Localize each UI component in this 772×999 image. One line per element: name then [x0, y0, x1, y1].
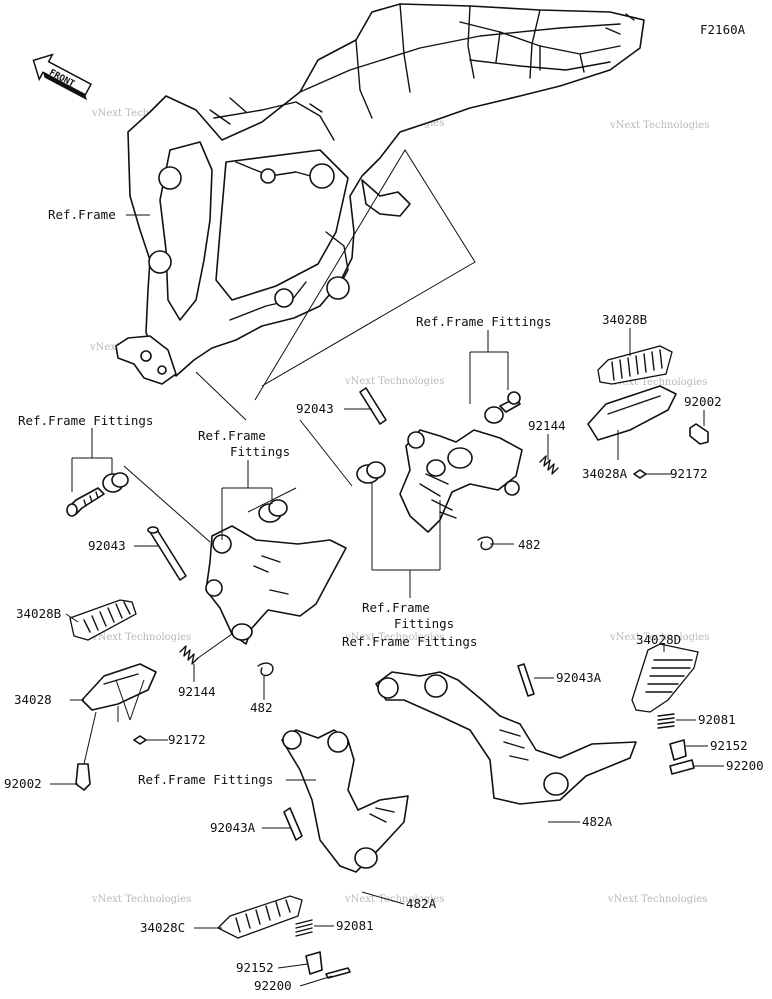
left-footrest-assembly	[66, 472, 347, 791]
watermark-text: vNext Technologies	[344, 894, 444, 905]
right-passenger-footrest	[375, 643, 699, 805]
watermark-text: vNext Technologies	[344, 376, 444, 387]
diagram-code: F2160A	[700, 22, 746, 37]
footpeg-rubber-icon	[69, 599, 137, 641]
label-34028: 34028	[14, 692, 52, 707]
label-482A: 482A	[582, 814, 613, 829]
label-92144: 92144	[178, 684, 216, 699]
watermark-text: vNext Technologies	[91, 894, 191, 905]
left-passenger-footrest	[216, 729, 409, 979]
footpeg-rubber-icon	[216, 895, 303, 939]
collar-icon	[102, 472, 129, 493]
label-34028B: 34028B	[16, 606, 61, 621]
label-92002: 92002	[4, 776, 42, 791]
label-fittings: Fittings	[230, 444, 290, 459]
right-footrest-assembly	[356, 345, 709, 551]
label-92152: 92152	[236, 960, 274, 975]
leader-lines	[50, 214, 724, 987]
part-labels: Ref.Frame Ref.Frame Fittings 34028B 9204…	[4, 207, 764, 993]
label-ref-frame-fittings: Ref.Frame Fittings	[18, 413, 153, 428]
label-ref-frame: Ref.Frame	[48, 207, 116, 222]
label-482: 482	[250, 700, 273, 715]
label-92043A: 92043A	[556, 670, 602, 685]
label-34028D: 34028D	[636, 632, 681, 647]
watermark-text: vNext Technologies	[609, 632, 709, 643]
label-ref-frame-fittings: Ref.Frame Fittings	[138, 772, 273, 787]
label-92043A: 92043A	[210, 820, 256, 835]
footpeg-rubber-icon	[631, 643, 699, 713]
label-92200: 92200	[254, 978, 292, 993]
watermark-text: vNext Technologies	[607, 377, 707, 388]
frame-drawing	[115, 3, 645, 385]
watermark-text: vNext Technologies	[91, 108, 191, 119]
guide-lines	[123, 149, 476, 543]
label-34028B: 34028B	[602, 312, 647, 327]
label-ref-frame-fittings: Ref.Frame Fittings	[342, 634, 477, 649]
watermark-text: vNext Technologies	[344, 632, 444, 643]
footpeg-rubber-icon	[597, 345, 673, 385]
label-92081: 92081	[698, 712, 736, 727]
label-34028C: 34028C	[140, 920, 185, 935]
watermark-text: vNext Technologies	[607, 894, 707, 905]
label-92152: 92152	[710, 738, 748, 753]
label-ref-frame: Ref.Frame	[362, 600, 430, 615]
label-92172: 92172	[168, 732, 206, 747]
label-92172: 92172	[670, 466, 708, 481]
watermark-text: vNext Technologies	[609, 120, 709, 131]
bolt-icon	[66, 487, 105, 517]
front-arrow-icon: FRONT	[32, 53, 93, 101]
label-92002: 92002	[684, 394, 722, 409]
label-ref-frame: Ref.Frame	[198, 428, 266, 443]
label-92043: 92043	[88, 538, 126, 553]
label-92144: 92144	[528, 418, 566, 433]
label-482A: 482A	[406, 896, 437, 911]
label-34028A: 34028A	[582, 466, 628, 481]
label-482: 482	[518, 537, 541, 552]
label-92043: 92043	[296, 401, 334, 416]
label-fittings: Fittings	[394, 616, 454, 631]
label-ref-frame-fittings: Ref.Frame Fittings	[416, 314, 551, 329]
label-92081: 92081	[336, 918, 374, 933]
watermark-text: vNext Technologies	[91, 632, 191, 643]
label-92200: 92200	[726, 758, 764, 773]
